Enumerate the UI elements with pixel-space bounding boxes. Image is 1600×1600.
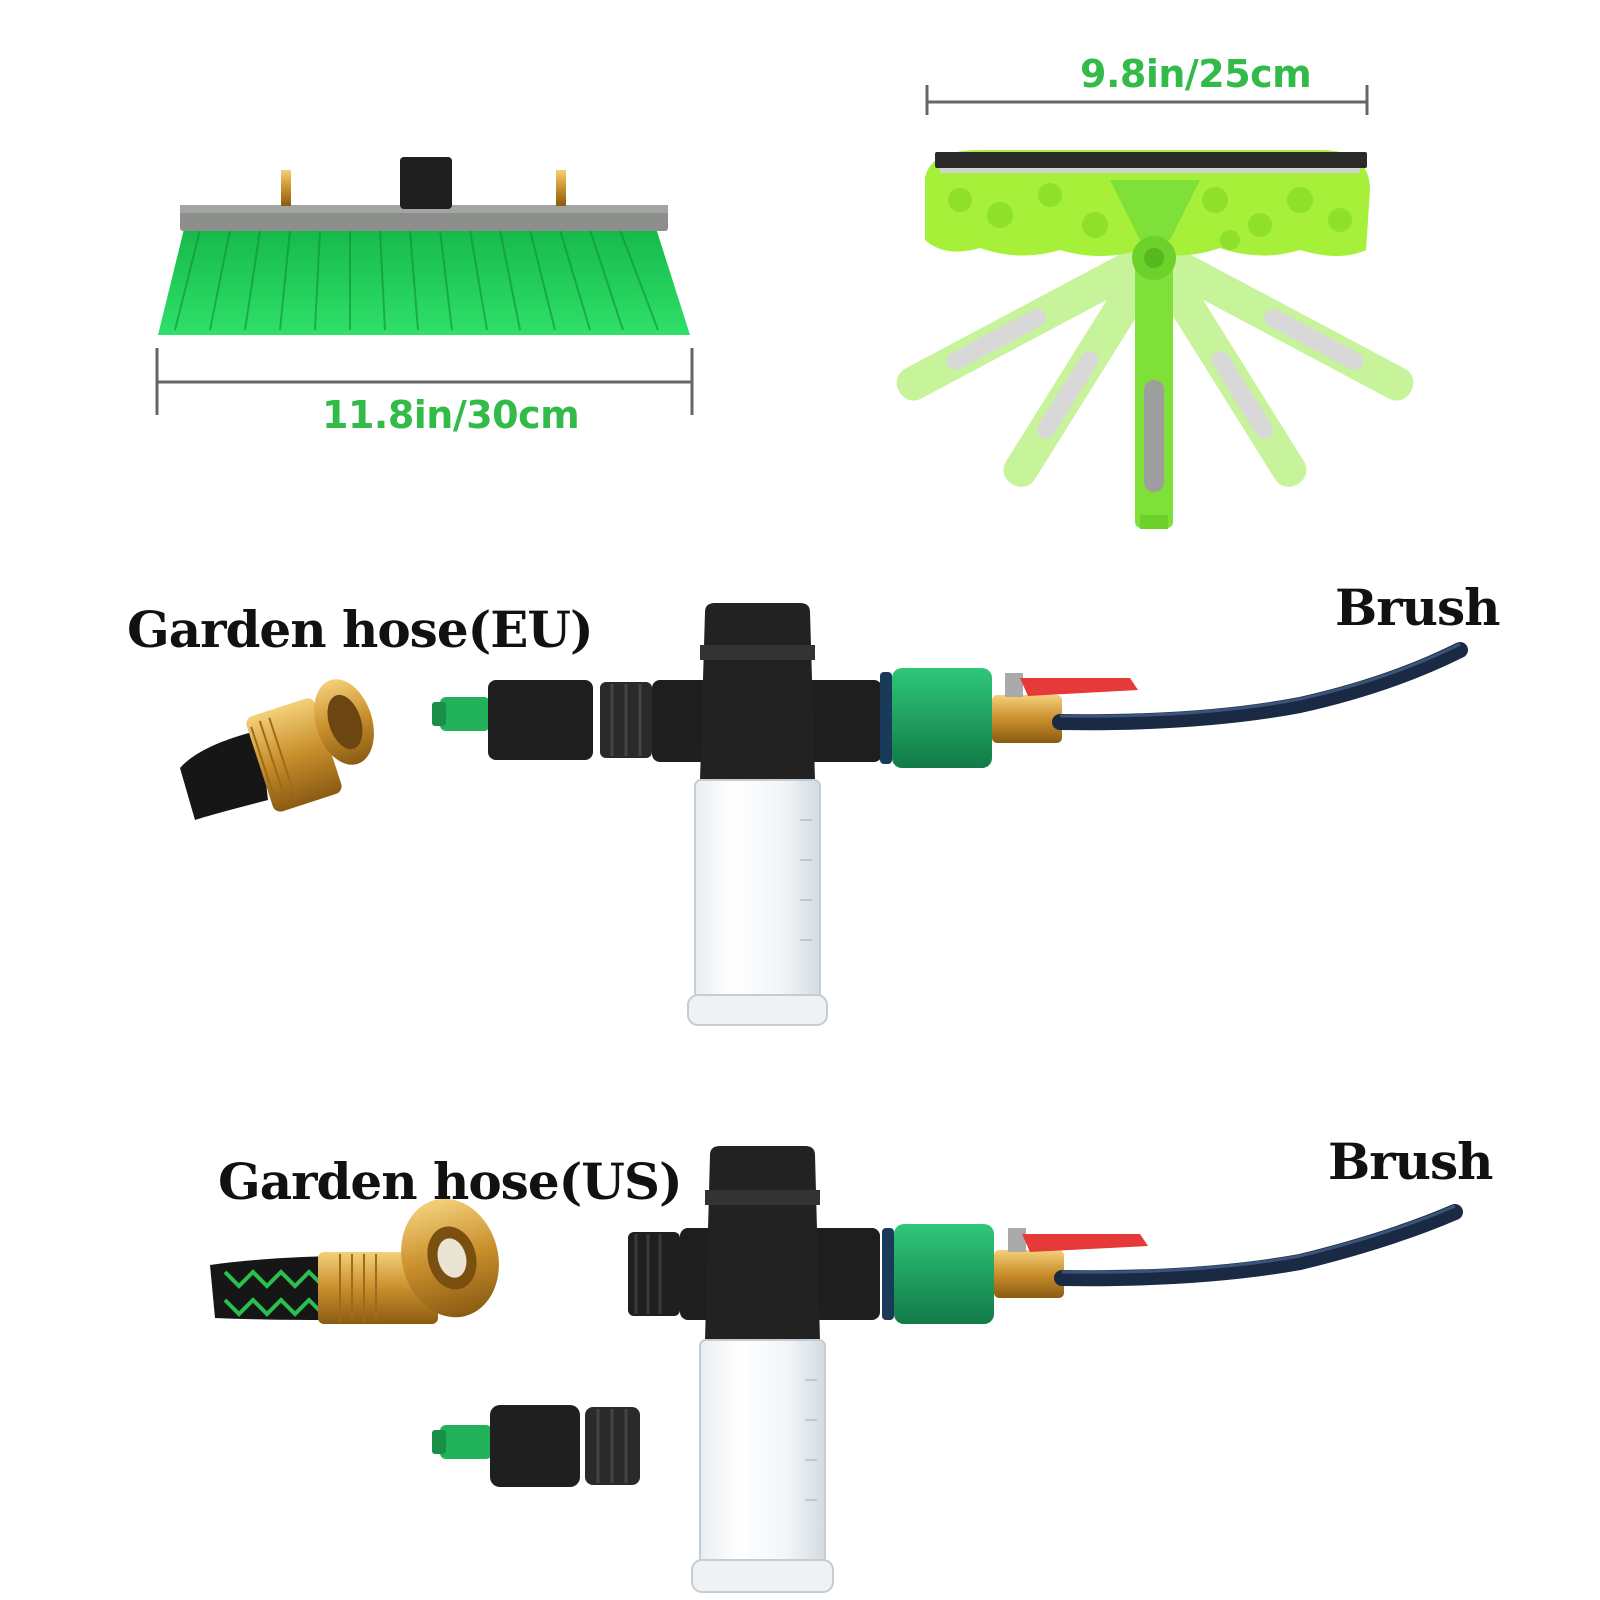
- eu-foam-applicator: [432, 603, 1468, 1026]
- us-foam-applicator: [628, 1146, 1463, 1593]
- brush-dimension-line: [155, 348, 694, 415]
- squeegee-head: [896, 150, 1414, 529]
- us-quick-connector-adapter: [432, 1405, 640, 1487]
- us-garden-hose-fitting: [210, 1198, 499, 1324]
- squeegee-width-label: 9.8in/25cm: [1080, 52, 1312, 96]
- brush-head: [158, 157, 690, 335]
- us-brush-label: Brush: [1328, 1132, 1493, 1191]
- squeegee-dimension-line: [925, 85, 1369, 115]
- eu-brush-label: Brush: [1335, 578, 1500, 637]
- us-garden-hose-label: Garden hose(US): [218, 1152, 683, 1211]
- brush-width-label: 11.8in/30cm: [322, 393, 580, 437]
- eu-garden-hose-fitting: [180, 679, 374, 820]
- eu-garden-hose-label: Garden hose(EU): [127, 600, 594, 659]
